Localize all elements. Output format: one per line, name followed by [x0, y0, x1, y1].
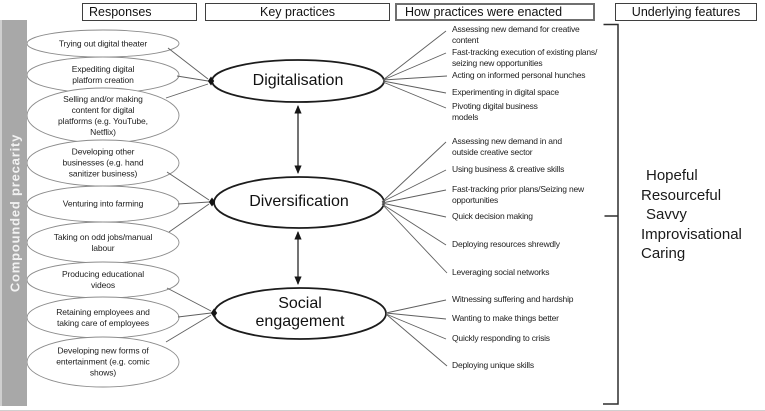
- fan-line: [382, 80, 447, 94]
- connector-line: [167, 47, 209, 80]
- underlying-feature: Improvisational: [641, 225, 742, 243]
- enacted-item: Assessing new demand for creative conten…: [452, 24, 580, 45]
- enacted-item: Pivoting digital business models: [452, 101, 538, 122]
- underlying-feature: Caring: [641, 245, 686, 262]
- enacted-item: Acting on informed personal hunches: [452, 70, 586, 80]
- fan-line: [385, 313, 447, 340]
- enacted-item: Fast-tracking execution of existing plan…: [452, 47, 598, 68]
- compounded-precarity-label: Compounded precarity: [7, 133, 22, 293]
- features-bracket: [603, 23, 619, 405]
- compounded-precarity-bar: Compounded precarity: [2, 20, 27, 406]
- enacted-item: Wanting to make things better: [452, 313, 559, 323]
- response-label: Taking on odd jobs/manual labour: [53, 231, 153, 253]
- response-label: Developing other businesses (e.g. hand s…: [62, 146, 144, 179]
- response-label: Selling and/or making content for digita…: [58, 93, 148, 137]
- connector-line: [176, 75, 209, 82]
- enacted-item: Using business & creative skills: [452, 164, 565, 174]
- fan-line: [385, 313, 448, 367]
- column-header-responses: Responses: [82, 3, 197, 21]
- fan-line: [382, 81, 447, 109]
- fan-line: [381, 141, 447, 203]
- column-header-how-enacted: How practices were enacted: [395, 3, 595, 21]
- fan-line: [382, 75, 448, 81]
- response-label: Retaining employees and taking care of e…: [56, 306, 150, 328]
- fan-line: [382, 52, 447, 81]
- enacted-item: Fast-tracking prior plans/Seizing new op…: [452, 184, 584, 205]
- underlying-features-list: Hopeful Resourceful Savvy Improvisationa…: [641, 166, 742, 264]
- fan-line: [381, 189, 447, 204]
- column-header-underlying-features: Underlying features: [615, 3, 757, 21]
- column-header-label: How practices were enacted: [405, 5, 563, 19]
- underlying-feature: Savvy: [646, 206, 687, 223]
- connector-line: [165, 314, 212, 343]
- underlying-feature: Resourceful: [641, 186, 722, 204]
- fan-line: [381, 203, 448, 274]
- enacted-item: Assessing new demand in and outside crea…: [452, 136, 562, 157]
- response-ellipse: [26, 336, 180, 388]
- enacted-item: Leveraging social networks: [452, 267, 550, 277]
- connector-line: [166, 171, 210, 201]
- column-header-label: Underlying features: [631, 5, 741, 19]
- enacted-item: Experimenting in digital space: [452, 87, 559, 97]
- fan-line: [381, 203, 447, 246]
- enacted-item: Quickly responding to crisis: [452, 333, 550, 343]
- response-label: Trying out digital theater: [58, 38, 148, 48]
- fan-line: [382, 30, 447, 81]
- response-label: Producing educational videos: [61, 269, 145, 290]
- response-label: Venturing into farming: [62, 198, 144, 209]
- response-ellipses: [26, 29, 180, 388]
- fan-line: [381, 169, 447, 203]
- connector-line: [165, 83, 209, 99]
- enacted-item: Deploying unique skills: [452, 360, 534, 370]
- enacted-item: Quick decision making: [452, 211, 533, 221]
- fan-line: [385, 312, 447, 320]
- column-header-label: Key practices: [259, 5, 336, 19]
- response-label: Expediting digital platform creation: [71, 64, 135, 85]
- enacted-fan-lines: [381, 30, 448, 367]
- fan-line: [385, 299, 447, 314]
- connector-line: [177, 312, 212, 318]
- connector-line: [166, 287, 212, 312]
- underlying-feature: Hopeful: [646, 167, 698, 184]
- response-label: Developing new forms of entertainment (e…: [56, 345, 150, 378]
- enacted-item: Deploying resources shrewdly: [452, 239, 560, 249]
- response-connectors: [165, 47, 212, 343]
- precarity-bar-edge: [0, 20, 2, 406]
- column-header-key-practices: Key practices: [205, 3, 390, 21]
- practice-label: Social engagement: [255, 295, 345, 330]
- practice-label: Digitalisation: [252, 72, 344, 89]
- connector-line: [177, 201, 210, 205]
- column-header-label: Responses: [89, 5, 152, 19]
- enacted-item: Witnessing suffering and hardship: [452, 294, 574, 304]
- practice-label: Diversification: [249, 193, 349, 210]
- fan-line: [381, 202, 447, 218]
- connector-line: [168, 203, 210, 233]
